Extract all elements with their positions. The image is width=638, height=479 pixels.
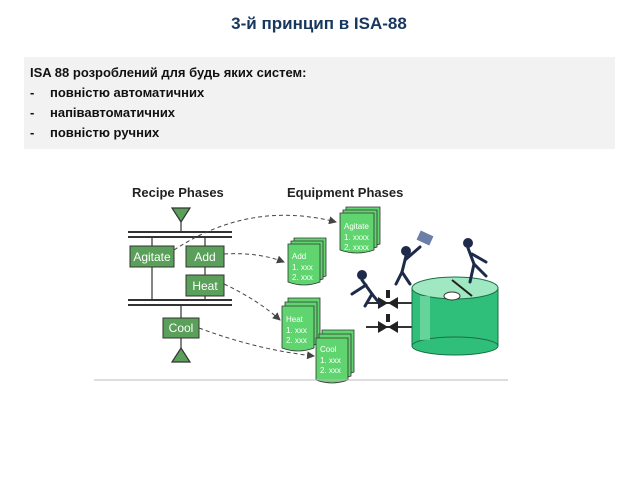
bullet-text: повністю автоматичних [50, 85, 205, 100]
bullet-marker: - [30, 85, 35, 100]
list-item: - повністю автоматичних [30, 83, 609, 103]
bullet-marker: - [30, 105, 35, 120]
card-add-title: Add [292, 252, 306, 261]
slide-title: 3-й принцип в ISA-88 [231, 14, 407, 33]
recipe-box-heat [185, 274, 225, 297]
card-agitate-line2: 2. xxxx [344, 243, 369, 252]
recipe-procedure-chart [128, 207, 232, 363]
card-agitate-line1: 1. xxxx [344, 233, 369, 242]
recipe-box-add [185, 245, 225, 268]
list-item: - повністю ручних [30, 123, 609, 143]
card-agitate-title: Agitate [344, 222, 369, 231]
list-item: - напівавтоматичних [30, 103, 609, 123]
mapping-arrows [173, 214, 337, 360]
card-add-line2: 2. xxx [292, 273, 313, 282]
recipe-box-heat-label: Heat [192, 279, 218, 293]
end-triangle [170, 346, 192, 363]
tank-icon [411, 276, 499, 356]
bullet-text: напівавтоматичних [50, 105, 176, 120]
card-cool-line2: 2. xxx [320, 366, 341, 375]
card-stack-agitate [339, 206, 381, 254]
bullet-marker: - [30, 125, 35, 140]
card-stack-cool [315, 329, 355, 384]
intro-text: ISA 88 розроблений для будь яких систем: [30, 65, 307, 80]
recipe-box-agitate [129, 245, 175, 268]
text-box: ISA 88 розроблений для будь яких систем:… [24, 57, 615, 149]
recipe-box-add-label: Add [194, 250, 215, 264]
card-cool-title: Cool [320, 345, 337, 354]
start-triangle [170, 207, 192, 224]
bullet-text: повністю ручних [50, 125, 160, 140]
card-stack-add [287, 237, 327, 286]
card-heat-line1: 1. xxx [286, 326, 307, 335]
equipment-phases-heading: Equipment Phases [287, 185, 403, 200]
drum-icon [416, 230, 434, 246]
recipe-phases-heading: Recipe Phases [132, 185, 224, 200]
card-add-line1: 1. xxx [292, 263, 313, 272]
operator-figures-icon [350, 238, 488, 308]
card-heat-title: Heat [286, 315, 304, 324]
recipe-box-agitate-label: Agitate [133, 250, 171, 264]
recipe-box-cool-label: Cool [169, 321, 194, 335]
card-cool-line1: 1. xxx [320, 356, 341, 365]
card-heat-line2: 2. xxx [286, 336, 307, 345]
valve-icon [378, 290, 398, 333]
